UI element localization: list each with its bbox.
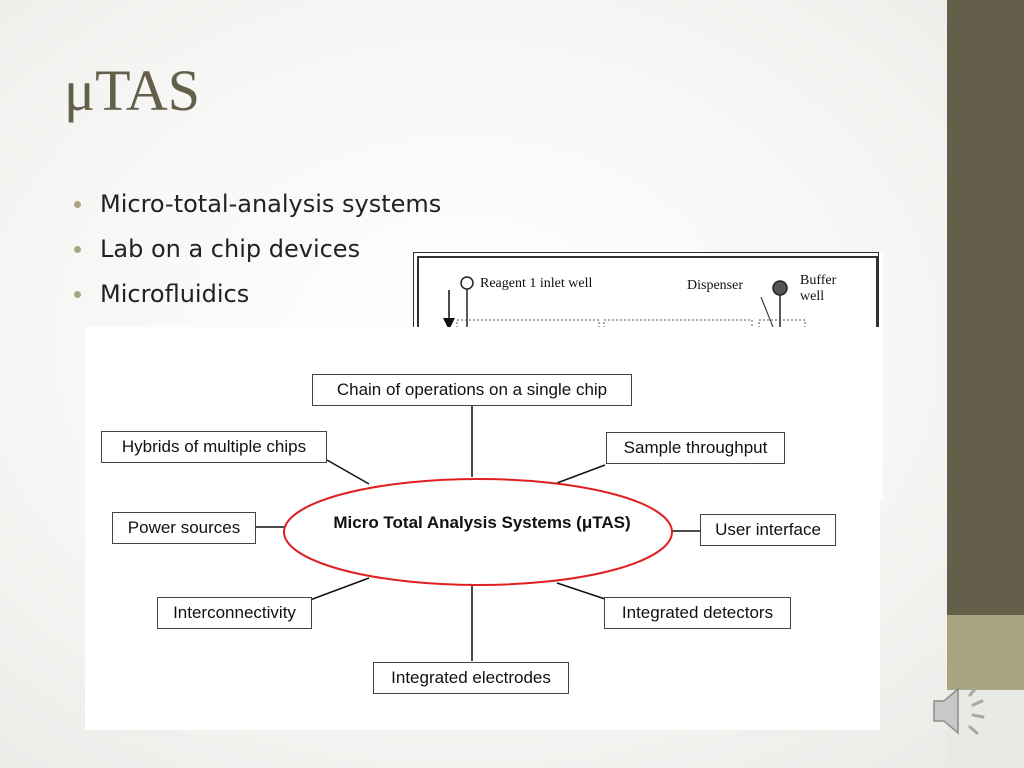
bullet-text: Micro-total-analysis systems xyxy=(100,190,442,218)
node-integrated-electrodes: Integrated electrodes xyxy=(373,662,569,694)
sidebar-accent-bottom xyxy=(947,690,1024,768)
center-label: Micro Total Analysis Systems (μTAS) xyxy=(333,513,631,532)
bullet-dot-icon xyxy=(74,246,81,253)
reagent-well-label: Reagent 1 inlet well xyxy=(480,276,593,291)
sidebar-accent-dark xyxy=(947,0,1024,615)
speaker-icon[interactable] xyxy=(928,675,1000,752)
slide-title: μTAS xyxy=(64,58,201,123)
bullet-dot-icon xyxy=(74,291,81,298)
buffer-well-label: Buffer well xyxy=(800,273,836,305)
sidebar-accent-light xyxy=(947,615,1024,690)
node-power-sources: Power sources xyxy=(112,512,256,544)
buffer-label-line1: Buffer xyxy=(800,273,837,288)
center-ellipse xyxy=(283,478,673,586)
utas-concept-diagram: Micro Total Analysis Systems (μTAS) Chai… xyxy=(85,327,880,730)
dispenser-label: Dispenser xyxy=(687,278,743,293)
node-sample-throughput: Sample throughput xyxy=(606,432,785,464)
bullet-text: Lab on a chip devices xyxy=(100,235,361,263)
buffer-label-line2: well xyxy=(800,289,825,304)
diagram-connectors xyxy=(255,405,700,661)
node-user-interface: User interface xyxy=(700,514,836,546)
node-interconnectivity: Interconnectivity xyxy=(157,597,312,629)
node-integrated-detectors: Integrated detectors xyxy=(604,597,791,629)
bullet-list: Micro-total-analysis systems Lab on a ch… xyxy=(72,186,441,321)
bullet-item: Lab on a chip devices xyxy=(72,231,441,276)
bullet-item: Microfluidics xyxy=(72,276,441,321)
bullet-item: Micro-total-analysis systems xyxy=(72,186,441,231)
node-hybrids: Hybrids of multiple chips xyxy=(101,431,327,463)
bullet-text: Microfluidics xyxy=(100,280,250,308)
bullet-dot-icon xyxy=(74,201,81,208)
node-chain-of-operations: Chain of operations on a single chip xyxy=(312,374,632,406)
